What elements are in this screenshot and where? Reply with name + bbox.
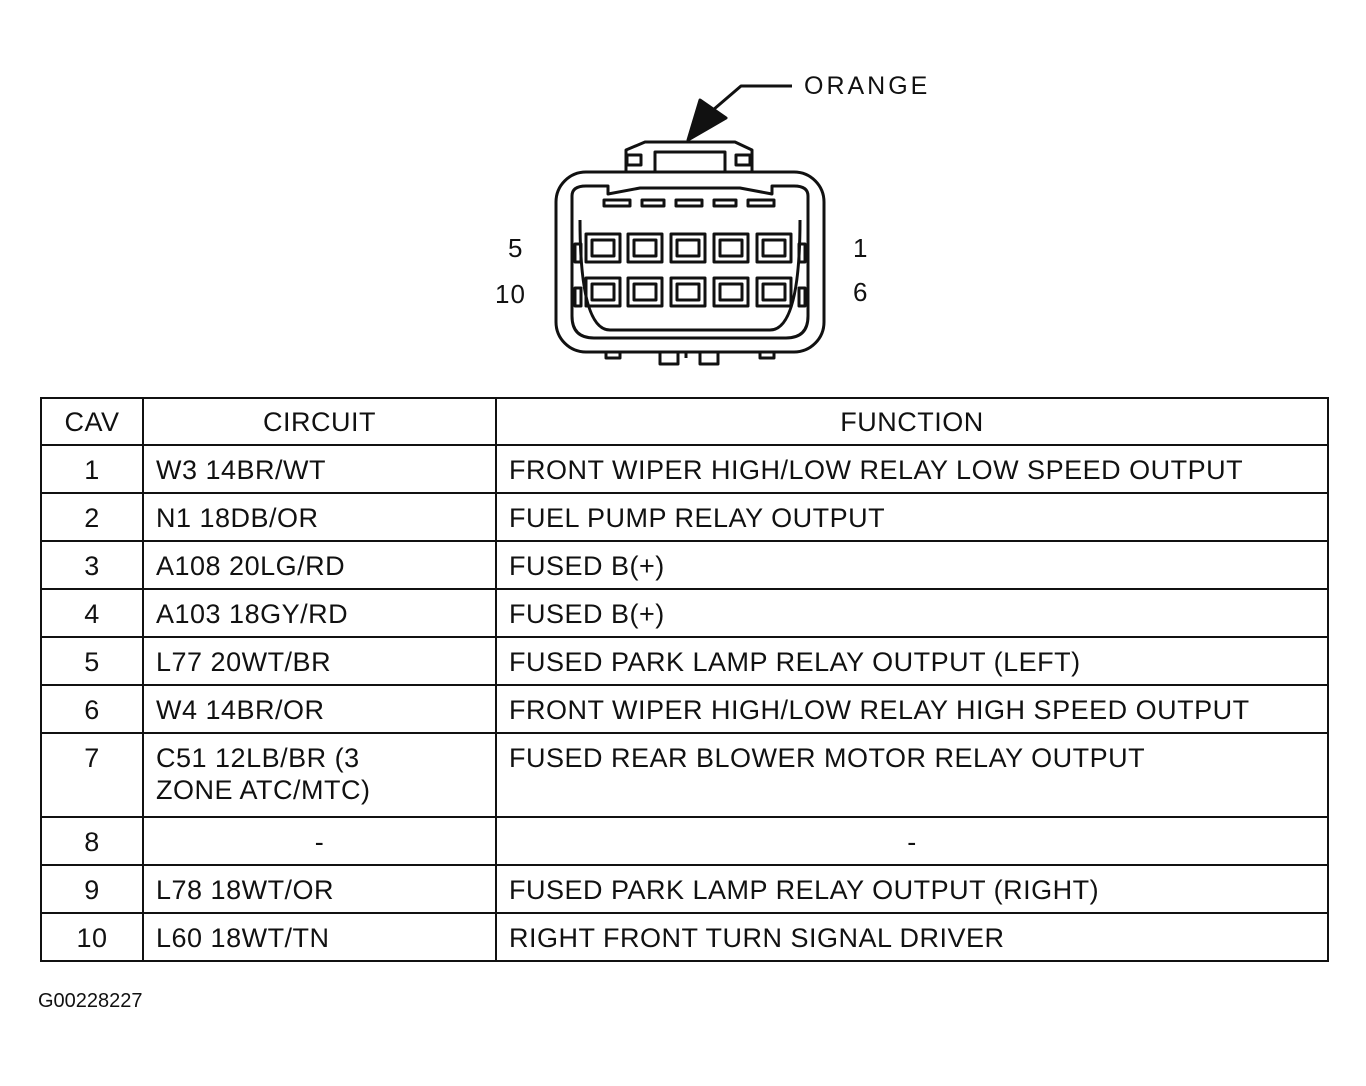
- circuit-cell: W4 14BR/OR: [142, 684, 497, 734]
- table-row: 5 L77 20WT/BR FUSED PARK LAMP RELAY OUTP…: [40, 636, 1329, 686]
- cav-cell: 4: [40, 588, 144, 638]
- figure-code: G00228227: [38, 990, 143, 1012]
- connector-latch: [624, 140, 754, 172]
- circuit-cell: A108 20LG/RD: [142, 540, 497, 590]
- connector-housing: [554, 170, 826, 354]
- function-cell: RIGHT FRONT TURN SIGNAL DRIVER: [495, 912, 1329, 962]
- function-cell: FRONT WIPER HIGH/LOW RELAY LOW SPEED OUT…: [495, 444, 1329, 494]
- table-row: 3 A108 20LG/RD FUSED B(+): [40, 540, 1329, 590]
- cav-cell: 3: [40, 540, 144, 590]
- table-header-row: CAV CIRCUIT FUNCTION: [40, 397, 1329, 446]
- cav-cell: 6: [40, 684, 144, 734]
- cavity-row-bottom: [584, 276, 793, 308]
- circuit-cell: L77 20WT/BR: [142, 636, 497, 686]
- function-cell: FUSED PARK LAMP RELAY OUTPUT (RIGHT): [495, 864, 1329, 914]
- pinout-table: CAV CIRCUIT FUNCTION 1 W3 14BR/WT FRONT …: [40, 397, 1329, 962]
- circuit-cell: W3 14BR/WT: [142, 444, 497, 494]
- header-cav: CAV: [40, 397, 144, 446]
- function-cell: FRONT WIPER HIGH/LOW RELAY HIGH SPEED OU…: [495, 684, 1329, 734]
- pin-label-10: 10: [495, 279, 526, 309]
- table-row: 9 L78 18WT/OR FUSED PARK LAMP RELAY OUTP…: [40, 864, 1329, 914]
- table-row: 4 A103 18GY/RD FUSED B(+): [40, 588, 1329, 638]
- circuit-cell: A103 18GY/RD: [142, 588, 497, 638]
- circuit-cell: L60 18WT/TN: [142, 912, 497, 962]
- circuit-cell: L78 18WT/OR: [142, 864, 497, 914]
- connector-inner-shell: [570, 184, 810, 340]
- cav-cell: 5: [40, 636, 144, 686]
- connector-diagram: [554, 84, 826, 366]
- orange-leader-line: [712, 84, 792, 112]
- function-cell: FUEL PUMP RELAY OUTPUT: [495, 492, 1329, 542]
- function-cell: FUSED REAR BLOWER MOTOR RELAY OUTPUT: [495, 732, 1329, 818]
- circuit-cell: C51 12LB/BR (3 ZONE ATC/MTC): [142, 732, 497, 818]
- orange-color-label: ORANGE: [804, 72, 931, 100]
- function-cell: -: [495, 816, 1329, 866]
- table-row: 7 C51 12LB/BR (3 ZONE ATC/MTC) FUSED REA…: [40, 732, 1329, 818]
- cav-cell: 9: [40, 864, 144, 914]
- connector-bottom-clip: [658, 352, 720, 366]
- function-cell: FUSED B(+): [495, 540, 1329, 590]
- cav-cell: 10: [40, 912, 144, 962]
- pin-label-6: 6: [853, 277, 869, 307]
- table-row: 8 - -: [40, 816, 1329, 866]
- table-row: 2 N1 18DB/OR FUEL PUMP RELAY OUTPUT: [40, 492, 1329, 542]
- function-cell: FUSED PARK LAMP RELAY OUTPUT (LEFT): [495, 636, 1329, 686]
- table-row: 6 W4 14BR/OR FRONT WIPER HIGH/LOW RELAY …: [40, 684, 1329, 734]
- header-function: FUNCTION: [495, 397, 1329, 446]
- cavity-row-top: [584, 232, 793, 264]
- circuit-cell: N1 18DB/OR: [142, 492, 497, 542]
- cav-cell: 8: [40, 816, 144, 866]
- circuit-cell: -: [142, 816, 497, 866]
- pin-label-1: 1: [853, 233, 869, 263]
- header-circuit: CIRCUIT: [142, 397, 497, 446]
- table-row: 10 L60 18WT/TN RIGHT FRONT TURN SIGNAL D…: [40, 912, 1329, 962]
- cav-cell: 2: [40, 492, 144, 542]
- function-cell: FUSED B(+): [495, 588, 1329, 638]
- orange-arrow-icon: [686, 98, 728, 142]
- cav-cell: 7: [40, 732, 144, 818]
- table-row: 1 W3 14BR/WT FRONT WIPER HIGH/LOW RELAY …: [40, 444, 1329, 494]
- cav-cell: 1: [40, 444, 144, 494]
- pin-label-5: 5: [508, 233, 524, 263]
